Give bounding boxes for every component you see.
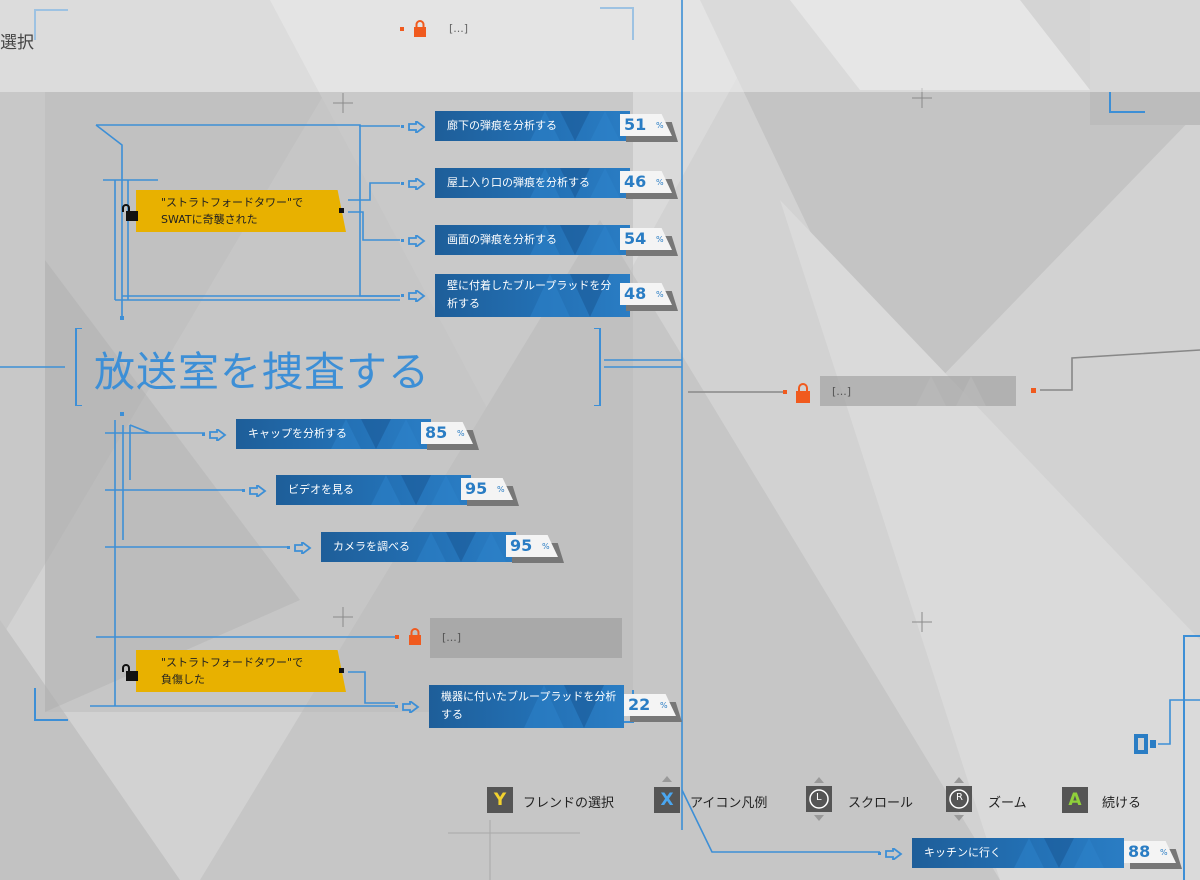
choice-rooftop-bullets[interactable]: 屋上入り口の弾痕を分析する 46% <box>401 168 678 199</box>
offscreen-node-icon <box>1134 734 1156 754</box>
choice-go-to-kitchen[interactable]: キッチンに行く 88% <box>878 838 1182 869</box>
locked-choice-right: [...] <box>820 376 1016 406</box>
arrow-right-icon <box>401 178 426 190</box>
choice-corridor-bullets[interactable]: 廊下の弾痕を分析する 51% <box>401 111 678 142</box>
choice-analyze-cap[interactable]: キャップを分析する 85% <box>202 419 479 450</box>
choice-label: 機器に付いたブループラッドを分析する <box>441 690 617 721</box>
arrow-right-icon <box>395 701 420 713</box>
locked-choice-bottom: [...] <box>430 618 622 658</box>
arrow-right-icon <box>401 235 426 247</box>
trigger-line-1: "ストラトフォードタワー"で <box>161 656 304 669</box>
choice-device-blueblood[interactable]: 機器に付いたブループラッドを分析する 22% <box>395 685 682 728</box>
main-node-title: 放送室を捜査する <box>94 348 430 396</box>
choice-label: 屋上入り口の弾痕を分析する <box>447 176 590 189</box>
trigger-node-injured: "ストラトフォードタワー"で 負傷した <box>122 650 346 692</box>
arrow-right-icon <box>401 290 426 302</box>
choice-screen-bullets[interactable]: 画面の弾痕を分析する 54% <box>401 225 678 256</box>
header-locked-text: [...] <box>449 22 469 35</box>
arrow-right-icon <box>287 542 312 554</box>
bottom-locked-lock <box>395 628 425 650</box>
percent-badge: 95% <box>461 478 519 506</box>
page-title: 選択 <box>0 33 34 53</box>
unlocked-icon <box>122 664 138 681</box>
percent-badge: 48% <box>620 283 678 311</box>
percent-badge: 54% <box>620 228 678 256</box>
main-scene-node: 放送室を捜査する <box>72 328 604 406</box>
choice-label: 壁に付着したブループラッドを分析する <box>447 279 612 310</box>
choice-label: 廊下の弾痕を分析する <box>447 119 557 132</box>
choice-label: 画面の弾痕を分析する <box>447 233 557 246</box>
a-button-icon: A <box>1062 787 1088 813</box>
choice-inspect-camera[interactable]: カメラを調べる 95% <box>287 532 564 563</box>
percent-badge: 88% <box>1124 841 1182 869</box>
choice-label: キッチンに行く <box>924 846 1001 859</box>
percent-badge: 95% <box>506 535 564 563</box>
percent-badge: 51% <box>620 114 678 142</box>
choice-label: キャップを分析する <box>248 427 347 440</box>
percent-badge: 46% <box>620 171 678 199</box>
percent-badge: 22% <box>624 694 682 722</box>
trigger-node-swat: "ストラトフォードタワー"で SWATに奇襲された <box>122 190 346 232</box>
right-stick-icon <box>946 777 972 821</box>
choice-wall-blueblood[interactable]: 壁に付着したブループラッドを分析する 48% <box>401 274 678 317</box>
right-locked-lock <box>783 382 813 408</box>
trigger-line-2: SWATに奇襲された <box>161 213 258 226</box>
arrow-right-icon <box>202 429 227 441</box>
choice-watch-video[interactable]: ビデオを見る 95% <box>242 475 519 506</box>
percent-badge: 85% <box>421 422 479 450</box>
arrow-right-icon <box>242 485 267 497</box>
y-button-icon: Y <box>487 787 513 813</box>
header-band <box>0 0 1200 92</box>
unlocked-icon <box>122 204 138 221</box>
arrow-right-icon <box>878 848 903 860</box>
x-button-icon: X <box>654 787 680 813</box>
trigger-line-1: "ストラトフォードタワー"で <box>161 196 304 209</box>
arrow-right-icon <box>401 121 426 133</box>
left-stick-icon <box>806 777 832 821</box>
choice-label: ビデオを見る <box>288 483 354 496</box>
choice-label: カメラを調べる <box>333 540 410 553</box>
trigger-line-2: 負傷した <box>161 673 205 686</box>
header-locked-node <box>400 20 430 42</box>
locked-endpoint-dot <box>1031 388 1036 393</box>
